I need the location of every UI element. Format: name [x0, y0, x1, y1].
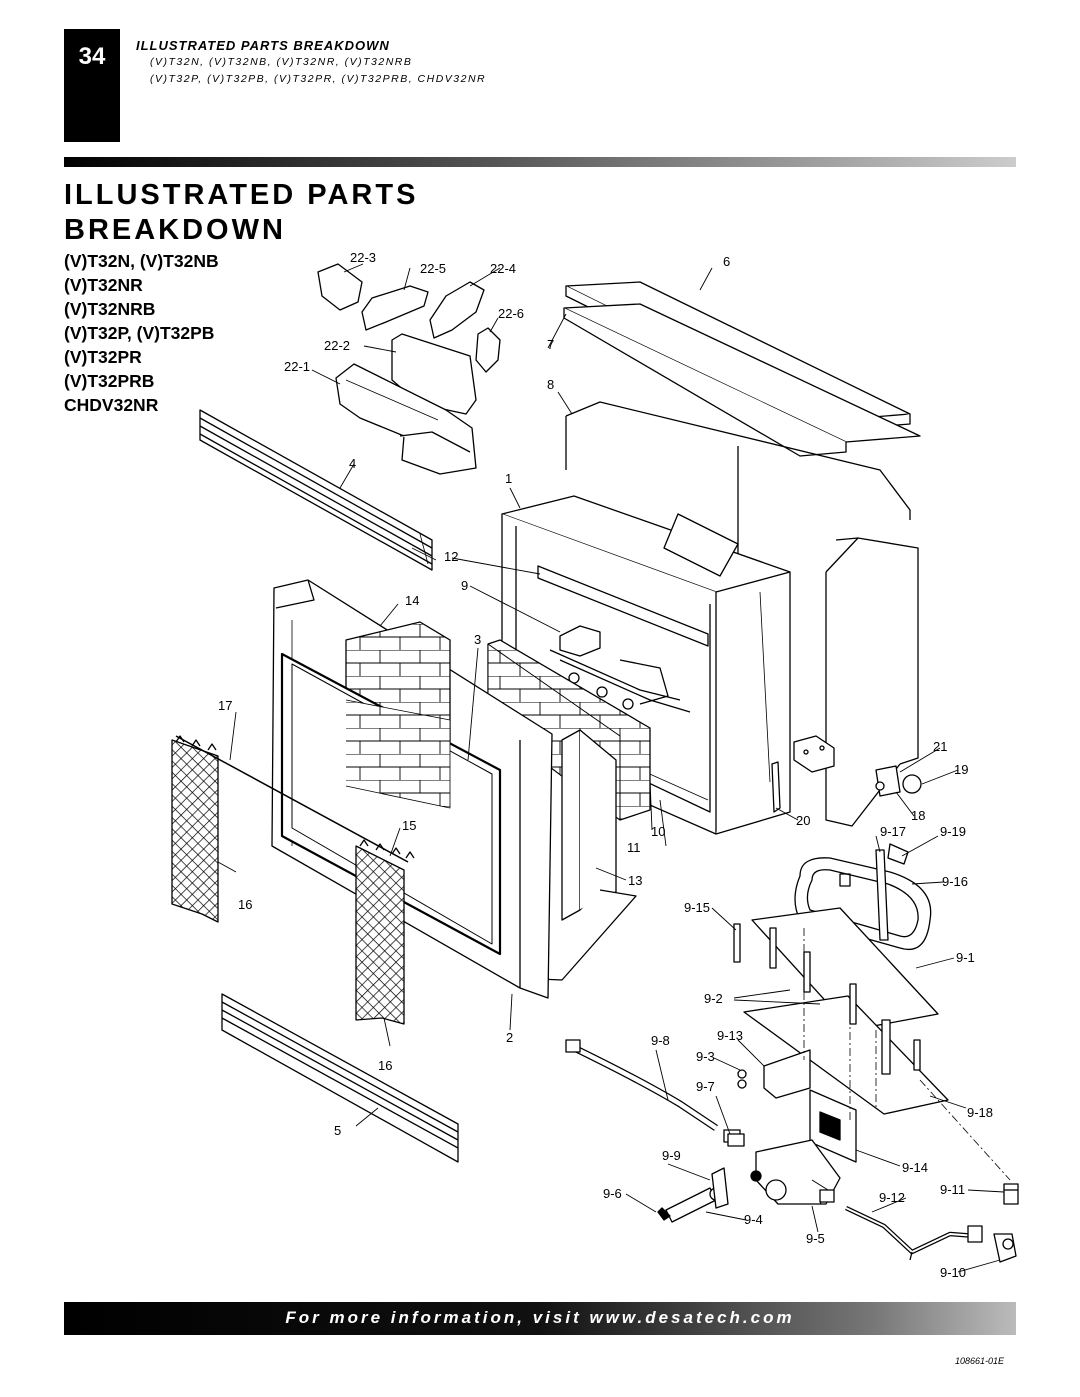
- header-rule: [64, 157, 1016, 167]
- label-9-13: 9-13: [717, 1028, 743, 1043]
- junction-box-21: [793, 735, 835, 773]
- label-9-10: 9-10: [940, 1265, 966, 1280]
- log-22-5: [361, 285, 429, 331]
- label-9-11: 9-11: [940, 1182, 965, 1197]
- footer-info-text: For more information, visit www.desatech…: [285, 1308, 795, 1327]
- label-22-3: 22-3: [350, 250, 376, 265]
- label-16-left: 16: [238, 897, 252, 912]
- label-22-5: 22-5: [420, 261, 446, 276]
- label-17: 17: [218, 698, 232, 713]
- label-16-right: 16: [378, 1058, 392, 1073]
- header-models-line-2: (V)T32P, (V)T32PB, (V)T32PR, (V)T32PRB, …: [150, 73, 487, 85]
- outer-casing-8: [565, 401, 919, 827]
- label-9: 9: [461, 578, 468, 593]
- screen-curtain-right: [355, 839, 415, 1025]
- header-section-title: ILLUSTRATED PARTS BREAKDOWN: [136, 38, 390, 53]
- label-9-3: 9-3: [696, 1049, 715, 1064]
- label-15: 15: [402, 818, 416, 833]
- fitting-9-11: [1003, 1183, 1019, 1205]
- model-item: CHDV32NR: [64, 395, 159, 415]
- label-22-6: 22-6: [498, 306, 524, 321]
- label-22-2: 22-2: [324, 338, 350, 353]
- label-9-9: 9-9: [662, 1148, 681, 1163]
- pilot-tube-9-12: [845, 1205, 983, 1261]
- label-9-14: 9-14: [902, 1160, 928, 1175]
- header-models-line-1: (V)T32N, (V)T32NB, (V)T32NR, (V)T32NRB: [150, 56, 413, 68]
- label-9-4: 9-4: [744, 1212, 763, 1227]
- label-19: 19: [954, 762, 968, 777]
- label-9-12: 9-12: [879, 1190, 905, 1205]
- label-1: 1: [505, 471, 512, 486]
- model-item: (V)T32NRB: [64, 299, 156, 319]
- model-item: (V)T32PRB: [64, 371, 155, 391]
- label-20: 20: [796, 813, 810, 828]
- label-9-1: 9-1: [956, 950, 975, 965]
- trim-strip-5: [221, 993, 459, 1163]
- label-9-18: 9-18: [967, 1105, 993, 1120]
- bracket-9-9: [711, 1167, 729, 1209]
- model-item: (V)T32N, (V)T32NB: [64, 251, 219, 271]
- document-number: 108661-01E: [955, 1356, 1005, 1366]
- leader-lines: [217, 263, 1005, 1273]
- label-21: 21: [933, 739, 947, 754]
- log-22-6: [475, 327, 501, 373]
- label-11: 11: [627, 840, 641, 855]
- label-9-6: 9-6: [603, 1186, 622, 1201]
- label-3: 3: [474, 632, 481, 647]
- label-9-7: 9-7: [696, 1079, 715, 1094]
- elbow-9-10: [993, 1233, 1017, 1263]
- page-title-line-2: BREAKDOWN: [64, 214, 286, 246]
- label-18: 18: [911, 808, 925, 823]
- log-set: [317, 263, 501, 475]
- trim-strip-4: [199, 409, 437, 571]
- label-8: 8: [547, 377, 554, 392]
- label-9-5: 9-5: [806, 1231, 825, 1246]
- label-9-19: 9-19: [940, 824, 966, 839]
- bracket-20: [771, 761, 781, 813]
- footer-bar: For more information, visit www.desatech…: [64, 1302, 1016, 1335]
- part-number-labels: 22-3 22-5 22-4 22-6 22-2 22-1 6 7 8 4 1 …: [218, 250, 993, 1280]
- label-9-16: 9-16: [942, 874, 968, 889]
- switch-18-19: [875, 765, 922, 797]
- page-number: 34: [78, 43, 106, 70]
- label-22-4: 22-4: [490, 261, 516, 276]
- igniter-9-6: [657, 1187, 723, 1223]
- log-22-1: [335, 363, 477, 475]
- model-list: (V)T32N, (V)T32NB (V)T32NR (V)T32NRB (V)…: [64, 249, 219, 417]
- model-item: (V)T32NR: [64, 275, 143, 295]
- glass-door: [280, 652, 502, 956]
- label-5: 5: [334, 1123, 341, 1138]
- label-22-1: 22-1: [284, 359, 310, 374]
- label-10: 10: [651, 824, 665, 839]
- label-12: 12: [444, 549, 458, 564]
- label-9-8: 9-8: [651, 1033, 670, 1048]
- fittings-9-7: [727, 1069, 747, 1147]
- label-9-2: 9-2: [704, 991, 723, 1006]
- log-22-4: [429, 281, 485, 339]
- label-13: 13: [628, 873, 642, 888]
- label-4: 4: [349, 456, 356, 471]
- valve-bracket-9-13: [763, 1049, 857, 1163]
- orifice-posts: [733, 923, 921, 1075]
- model-item: (V)T32PR: [64, 347, 142, 367]
- label-14: 14: [405, 593, 419, 608]
- model-item: (V)T32P, (V)T32PB: [64, 323, 215, 343]
- page-title-line-1: ILLUSTRATED PARTS: [64, 179, 419, 211]
- page-number-box: 34: [64, 29, 120, 142]
- gas-valve: [750, 1139, 841, 1205]
- page-title: ILLUSTRATED PARTS BREAKDOWN: [64, 178, 418, 248]
- label-9-15: 9-15: [684, 900, 710, 915]
- label-9-17: 9-17: [880, 824, 906, 839]
- label-2: 2: [506, 1030, 513, 1045]
- label-7: 7: [547, 337, 554, 352]
- pilot-assembly: [839, 843, 909, 941]
- assembly-guide-lines: [803, 928, 1011, 1181]
- screen-curtain-left: [171, 735, 409, 923]
- baffle-7: [563, 303, 921, 457]
- log-22-3: [317, 263, 363, 311]
- mounting-plate: [743, 907, 949, 1115]
- label-6: 6: [723, 254, 730, 269]
